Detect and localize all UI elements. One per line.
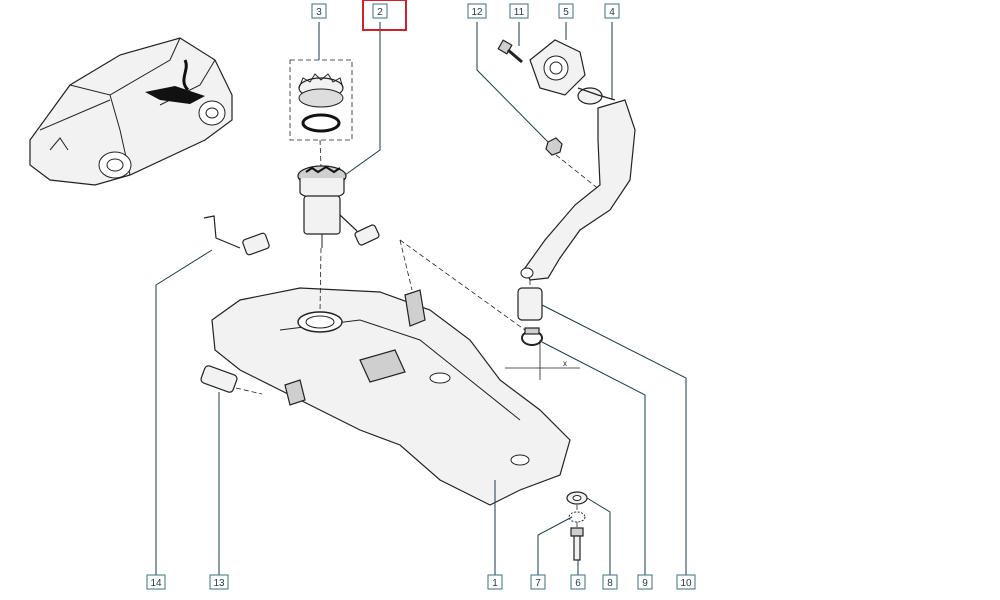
fuel-filler-neck [520,87,636,281]
callout-7[interactable]: 7 [530,574,546,590]
svg-text:4: 4 [609,7,615,18]
callout-13[interactable]: 13 [209,574,229,590]
assembly-lines [319,139,601,528]
svg-text:13: 13 [213,578,225,589]
svg-text:1: 1 [492,578,498,589]
nut-part-7 [568,511,586,523]
fuel-level-sensor [203,215,270,256]
svg-text:5: 5 [563,7,569,18]
svg-text:9: 9 [642,578,648,589]
dimension-mark: x [505,340,580,380]
svg-text:11: 11 [514,7,525,18]
screw-part-11 [497,39,523,64]
fuel-filter [200,365,263,395]
fuel-pump-sender-unit [297,165,380,248]
callout-10[interactable]: 10 [676,574,696,590]
svg-text:3: 3 [316,7,322,18]
leader-lines [155,22,687,575]
car-illustration [29,37,233,186]
pump-lock-ring-and-seal [289,59,353,141]
hose-clamp [521,327,543,346]
svg-text:10: 10 [680,578,692,589]
fuel-tank [211,287,571,506]
svg-text:7: 7 [535,578,541,589]
callout-3[interactable]: 3 [311,3,327,19]
callouts: 1 2 3 4 5 6 7 8 [146,0,696,590]
callout-12[interactable]: 12 [467,3,487,19]
filler-flap-housing [529,39,586,96]
svg-text:6: 6 [575,578,581,589]
svg-text:2: 2 [377,7,383,18]
filler-hose [517,287,543,321]
callout-9[interactable]: 9 [637,574,653,590]
callout-6[interactable]: 6 [570,574,586,590]
callout-14[interactable]: 14 [146,574,166,590]
callout-1[interactable]: 1 [487,574,503,590]
svg-text:12: 12 [471,7,483,18]
svg-text:8: 8 [607,578,613,589]
bolt-part-6 [570,527,584,561]
nut-part-12 [545,137,563,156]
callout-4[interactable]: 4 [604,3,620,19]
washer-part-8 [566,491,588,505]
callout-11[interactable]: 11 [509,3,529,19]
callout-5[interactable]: 5 [558,3,574,19]
svg-text:14: 14 [150,578,162,589]
dimension-label: x [563,359,567,368]
callout-8[interactable]: 8 [602,574,618,590]
callout-2-highlighted[interactable]: 2 [362,0,407,31]
